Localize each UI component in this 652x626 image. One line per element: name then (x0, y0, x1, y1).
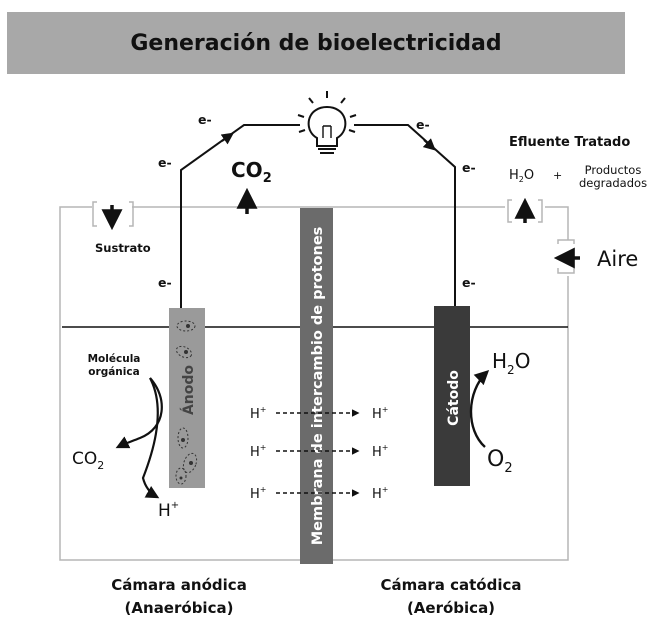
plus-sign: + (553, 169, 562, 182)
cathode-electrode (434, 306, 470, 486)
productos-label-1: Productos (585, 163, 642, 177)
o2-cathode-label: O2 (487, 447, 513, 476)
anode-wire (180, 124, 300, 308)
organic-to-h-arrow (141, 377, 160, 499)
membrane-label: Membrana de intercambio de protones (310, 227, 326, 546)
bacteria-icons (175, 320, 198, 485)
svg-text:H+: H+ (372, 485, 388, 502)
anode-chamber-sublabel: (Anaeróbica) (125, 599, 234, 617)
page-title: Generación de bioelectricidad (130, 30, 502, 56)
electron-label-5: e- (462, 160, 476, 175)
electron-label-2: e- (158, 155, 172, 170)
inlet-brackets (92, 199, 575, 274)
productos-label-2: degradados (579, 176, 647, 190)
o2-to-h2o-arrow (469, 370, 490, 448)
electron-label-6: e- (462, 275, 476, 290)
co2-released-label: CO2 (231, 158, 272, 186)
proton-row-2: H+ H+ (250, 443, 388, 460)
cathode-chamber-sublabel: (Aeróbica) (407, 599, 495, 617)
molecula-label-1: Molécula (88, 353, 141, 365)
electron-label-3: e- (158, 275, 172, 290)
h2o-cathode-label: H2O (492, 349, 530, 377)
svg-text:H+: H+ (250, 405, 266, 422)
cathode-label: Cátodo (446, 370, 462, 426)
efluente-label: Efluente Tratado (509, 135, 630, 150)
aire-label: Aire (597, 247, 638, 271)
anode-chamber-label: Cámara anódica (111, 576, 247, 594)
anode-electrode (169, 308, 205, 488)
svg-text:H+: H+ (372, 443, 388, 460)
cathode-chamber-label: Cámara catódica (380, 576, 521, 594)
proton-row-3: H+ H+ (250, 485, 388, 502)
bacteria-dots (179, 324, 193, 480)
h2o-effluent-label: H2O (509, 168, 534, 184)
wire-arrow-left (220, 132, 234, 145)
svg-text:H+: H+ (250, 485, 266, 502)
proton-row-1: H+ H+ (250, 405, 388, 422)
organic-to-co2-arrow (115, 377, 163, 449)
h-plus-anode-label: H+ (158, 500, 179, 521)
svg-text:H+: H+ (250, 443, 266, 460)
svg-text:H+: H+ (372, 405, 388, 422)
co2-anode-label: CO2 (72, 449, 104, 472)
title-bar: Generación de bioelectricidad (7, 12, 625, 74)
light-bulb-icon (297, 91, 357, 154)
electron-label-4: e- (416, 117, 430, 132)
cathode-wire (354, 124, 456, 306)
molecula-label-2: orgánica (88, 366, 139, 378)
electron-label-1: e- (198, 112, 212, 127)
sustrato-label: Sustrato (95, 241, 151, 255)
proton-exchange-membrane (300, 208, 333, 564)
wire-arrow-right (422, 138, 436, 151)
anode-label: Ánodo (180, 365, 197, 415)
